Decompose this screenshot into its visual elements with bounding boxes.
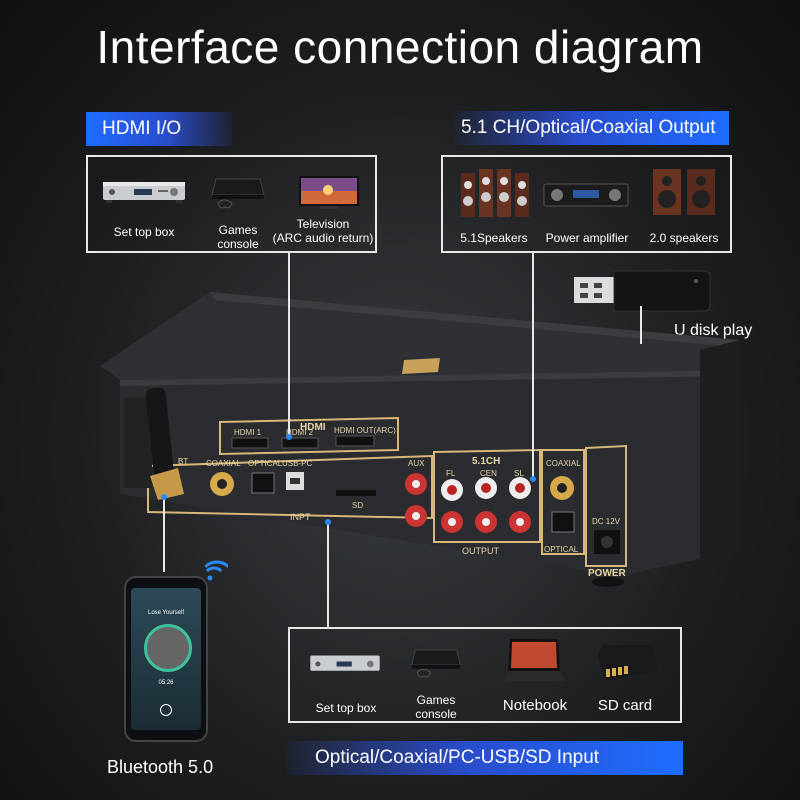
input-set-top-box-icon — [310, 655, 380, 671]
hdmi-io-banner-label: HDMI I/O — [102, 118, 182, 139]
sd-card-icon — [598, 645, 658, 681]
device-usb-pc: USB-PC — [282, 459, 312, 468]
power-amplifier-icon — [543, 183, 629, 207]
brand-logo-icon — [402, 358, 440, 374]
output-banner: 5.1 CH/Optical/Coaxial Output — [455, 111, 729, 145]
output-connector-line — [532, 253, 534, 479]
wifi-signal-icon — [204, 560, 228, 581]
device-fl: FL — [446, 469, 456, 478]
input-connector-dot — [325, 519, 331, 525]
hdmi-devices-box: Set top box Games console Television (AR… — [86, 155, 377, 253]
device-optical-out: OPTICAL — [544, 545, 579, 554]
output-item-51-speakers: 5.1Speakers — [460, 231, 528, 245]
device-coaxial-in: COAXIAL — [206, 459, 241, 468]
phone-screen: Lose Yourself 05:26 — [131, 588, 201, 730]
input-item-notebook: Notebook — [502, 697, 568, 714]
bluetooth-label: Bluetooth 5.0 — [107, 757, 214, 777]
output-item-20-speakers: 2.0 speakers — [649, 231, 719, 245]
device-input-label: INPT — [290, 512, 311, 522]
output-item-power-amplifier: Power amplifier — [545, 231, 629, 245]
input-game-console-icon — [411, 649, 461, 678]
speakers-20-icon — [653, 169, 715, 215]
usb-connector-line — [640, 306, 642, 344]
television-icon — [299, 176, 359, 209]
device-cen: CEN — [480, 469, 497, 478]
speakers-51-icon — [461, 169, 529, 217]
bt-connector-dot — [161, 494, 167, 500]
device-sl: SL — [514, 469, 524, 478]
input-banner: Optical/Coaxial/PC-USB/SD Input — [287, 741, 683, 775]
hdmi-io-banner: HDMI I/O — [86, 112, 232, 146]
hdmi-item-television: Television (ARC audio return) — [272, 217, 374, 245]
hdmi-item-games-console: Games console — [217, 223, 259, 251]
page-title: Interface connection diagram — [96, 21, 704, 73]
input-item-sd-card: SD card — [597, 697, 653, 714]
device-hdmi2: HDMI 2 — [286, 428, 314, 437]
output-banner-label: 5.1 CH/Optical/Coaxial Output — [461, 117, 716, 138]
device-hdmi1: HDMI 1 — [234, 428, 262, 437]
antenna-icon — [145, 387, 184, 500]
smartphone-icon: Lose Yourself 05:26 — [124, 576, 208, 742]
output-connector-dot — [530, 476, 536, 482]
device-output-label: OUTPUT — [462, 546, 500, 556]
phone-album-art — [144, 624, 192, 672]
device-power: POWER — [588, 568, 627, 579]
phone-song-title: Lose Yourself — [147, 610, 185, 616]
dac-device: HDMI HDMI 1 HDMI 2 HDMI OUT(ARC) BT COAX… — [100, 292, 740, 587]
notebook-icon — [502, 639, 566, 681]
input-devices-box: Set top box Games console Notebook SD ca… — [288, 627, 682, 723]
phone-play-button[interactable] — [160, 704, 172, 716]
device-51ch: 5.1CH — [472, 456, 500, 467]
usb-disk-label: U disk play — [674, 322, 753, 339]
device-dc: DC 12V — [592, 517, 621, 526]
set-top-box-icon — [103, 182, 185, 203]
phone-time: 05:26 — [158, 680, 174, 686]
usb-flash-drive-icon — [574, 270, 711, 312]
device-sd: SD — [352, 501, 363, 510]
hdmi-item-set-top-box: Set top box — [113, 225, 175, 239]
input-item-set-top-box: Set top box — [315, 701, 377, 715]
input-item-games-console: Games console — [415, 693, 457, 721]
device-hdmi-title: HDMI — [300, 422, 326, 433]
bt-connector-line — [163, 497, 165, 572]
hdmi-connector-dot — [286, 434, 292, 440]
input-banner-label: Optical/Coaxial/PC-USB/SD Input — [315, 747, 600, 768]
input-connector-line — [327, 522, 329, 628]
device-coaxial-out: COAXIAL — [546, 459, 581, 468]
hdmi-connector-line — [288, 253, 290, 438]
output-devices-box: 5.1Speakers Power amplifier 2.0 speakers — [441, 155, 732, 253]
device-bt: BT — [178, 457, 188, 466]
game-console-icon — [211, 178, 265, 209]
device-aux: AUX — [408, 459, 425, 468]
device-hdmi-out: HDMI OUT(ARC) — [334, 426, 396, 435]
device-optical-in: OPTICAL — [248, 459, 283, 468]
